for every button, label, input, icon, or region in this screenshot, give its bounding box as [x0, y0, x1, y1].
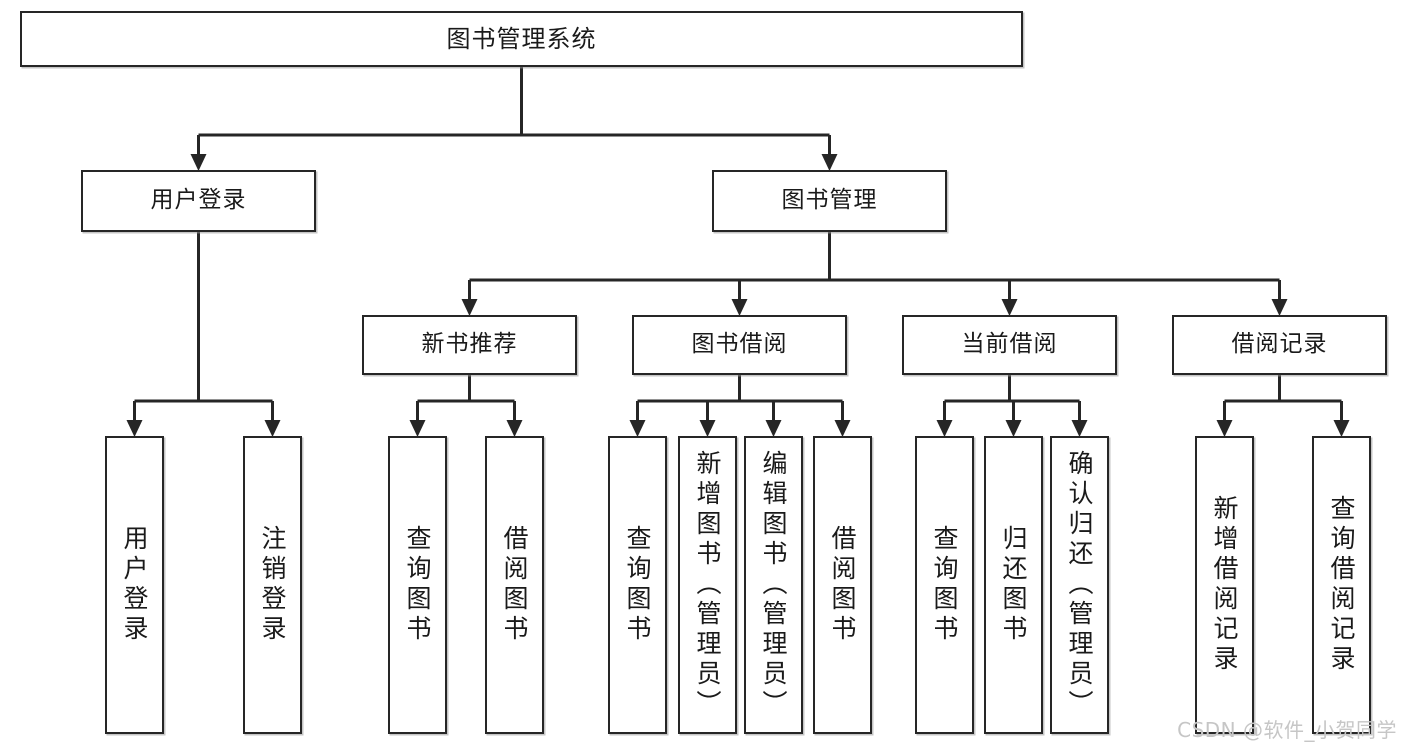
arrowhead [1001, 299, 1018, 316]
node-leaf-login-2[interactable]: 注销登录 [243, 436, 302, 734]
node-label: 借阅记录 [1231, 331, 1328, 358]
node-label: 新书推荐 [421, 331, 518, 358]
node-leaf-bor-4[interactable]: 借阅图书 [813, 436, 872, 734]
arrowhead [409, 420, 426, 437]
node-current[interactable]: 当前借阅 [902, 315, 1117, 375]
node-label: 编辑图书（管理员） [759, 450, 788, 720]
node-label: 用户登录 [150, 187, 247, 214]
node-leaf-cur-2[interactable]: 归还图书 [984, 436, 1043, 734]
arrowhead [1005, 420, 1022, 437]
arrowhead [834, 420, 851, 437]
arrowhead [1333, 420, 1350, 437]
arrowhead [264, 420, 281, 437]
node-label: 新增借阅记录 [1210, 495, 1239, 675]
node-label: 图书管理 [781, 187, 878, 214]
node-leaf-login-1[interactable]: 用户登录 [105, 436, 164, 734]
node-label: 归还图书 [999, 525, 1028, 645]
arrowhead [1271, 299, 1288, 316]
node-leaf-cur-1[interactable]: 查询图书 [915, 436, 974, 734]
node-label: 借阅图书 [500, 525, 529, 645]
node-label: 用户登录 [120, 525, 149, 645]
node-label: 查询图书 [930, 525, 959, 645]
node-leaf-bor-3[interactable]: 编辑图书（管理员） [744, 436, 803, 734]
arrowhead [1216, 420, 1233, 437]
node-leaf-cur-3[interactable]: 确认归还（管理员） [1050, 436, 1109, 734]
node-bookmgmt[interactable]: 图书管理 [712, 170, 947, 232]
node-leaf-new-2[interactable]: 借阅图书 [485, 436, 544, 734]
node-leaf-bor-1[interactable]: 查询图书 [608, 436, 667, 734]
node-borrow[interactable]: 图书借阅 [632, 315, 847, 375]
arrowhead [126, 420, 143, 437]
watermark-label: CSDN @软件_小贺同学 [1177, 718, 1397, 742]
node-label: 查询图书 [403, 525, 432, 645]
node-label: 注销登录 [258, 525, 287, 645]
node-leaf-rec-1[interactable]: 新增借阅记录 [1195, 436, 1254, 734]
arrowhead [936, 420, 953, 437]
arrowhead [699, 420, 716, 437]
arrowhead [629, 420, 646, 437]
arrowhead [821, 154, 838, 171]
node-leaf-bor-2[interactable]: 新增图书（管理员） [678, 436, 737, 734]
node-label: 图书管理系统 [446, 24, 597, 53]
node-leaf-new-1[interactable]: 查询图书 [388, 436, 447, 734]
arrowhead [765, 420, 782, 437]
arrowhead [190, 154, 207, 171]
arrowhead [506, 420, 523, 437]
node-label: 新增图书（管理员） [693, 450, 722, 720]
node-label: 查询借阅记录 [1327, 495, 1356, 675]
node-newbook[interactable]: 新书推荐 [362, 315, 577, 375]
node-leaf-rec-2[interactable]: 查询借阅记录 [1312, 436, 1371, 734]
node-label: 当前借阅 [961, 331, 1058, 358]
node-root[interactable]: 图书管理系统 [20, 11, 1023, 67]
node-label: 查询图书 [623, 525, 652, 645]
node-label: 图书借阅 [691, 331, 788, 358]
node-login[interactable]: 用户登录 [81, 170, 316, 232]
arrowhead [1071, 420, 1088, 437]
node-records[interactable]: 借阅记录 [1172, 315, 1387, 375]
node-label: 确认归还（管理员） [1065, 450, 1094, 720]
arrowhead [731, 299, 748, 316]
arrowhead [461, 299, 478, 316]
node-label: 借阅图书 [828, 525, 857, 645]
